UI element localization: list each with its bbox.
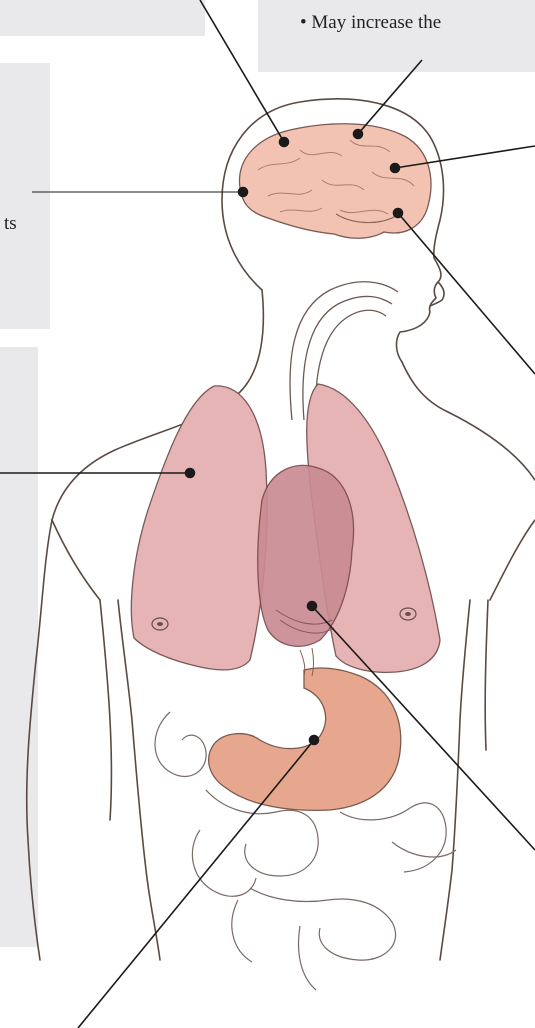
leader-brain-top-left [200, 0, 284, 142]
leader-brain-lower [398, 213, 535, 374]
leader-brain-top-right [358, 60, 422, 134]
brain-icon [239, 124, 430, 239]
leader-stomach [78, 740, 314, 1028]
